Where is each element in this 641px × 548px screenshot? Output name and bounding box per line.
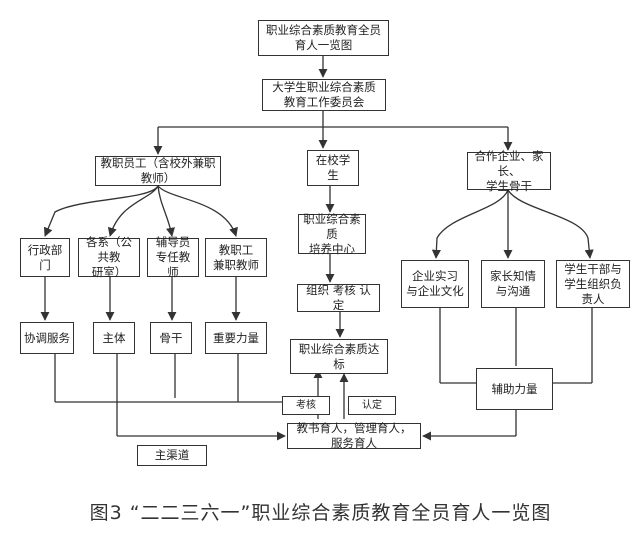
dept-teaching-box: 各系（公共教 研室） <box>78 235 140 279</box>
role-backbone-box: 骨干 <box>150 322 192 354</box>
role-main-box: 主体 <box>93 322 135 354</box>
students-box: 在校学生 <box>307 150 359 186</box>
role-important-box: 重要力量 <box>205 322 267 354</box>
certify-box: 认定 <box>348 396 396 415</box>
education-box: 教书育人，管理育人，服务育人 <box>287 421 421 450</box>
student-leaders-box: 学生干部与 学生组织负责人 <box>556 260 630 308</box>
figure-caption: 图3 “二二三六一”职业综合素质教育全员育人一览图 <box>89 502 552 524</box>
main-channel-box: 主渠道 <box>137 445 207 466</box>
dept-parttime-box: 教职工 兼职教师 <box>205 238 267 277</box>
committee-box: 大学生职业综合素质 教育工作委员会 <box>262 79 386 111</box>
assist-force-box: 辅助力量 <box>476 368 553 410</box>
assess-box: 考核 <box>282 396 330 415</box>
parents-box: 家长知情 与沟通 <box>481 260 545 308</box>
diagram-title-box: 职业综合素质教育全员育人一览图 <box>258 20 389 56</box>
partners-box: 合作企业、家长、 学生骨干 <box>467 149 551 193</box>
role-coordinate-box: 协调服务 <box>20 322 74 354</box>
quality-standard-box: 职业综合素质达标 <box>290 339 388 374</box>
internship-box: 企业实习 与企业文化 <box>401 260 469 308</box>
dept-counselor-box: 辅导员 专任教师 <box>147 235 199 279</box>
organize-assess-certify-box: 组织 考核 认定 <box>297 283 380 312</box>
dept-admin-box: 行政部门 <box>20 238 70 277</box>
staff-box: 教职员工（含校外兼职教师） <box>95 156 221 186</box>
training-center-box: 职业综合素质 培养中心 <box>298 212 366 256</box>
